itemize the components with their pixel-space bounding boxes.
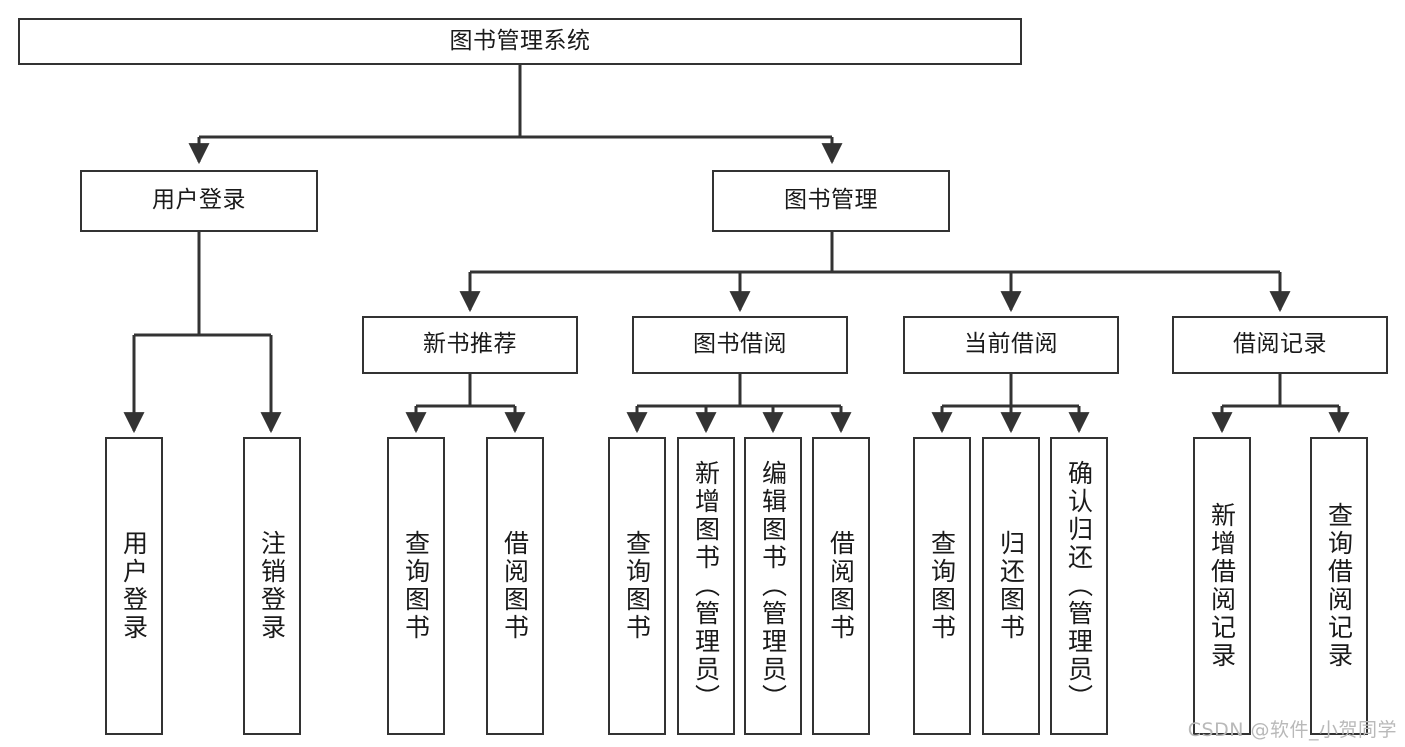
node-book-management-label: 图书管理	[784, 187, 878, 214]
node-current-borrow[interactable]: 当前借阅	[903, 316, 1119, 374]
node-book-borrow[interactable]: 图书借阅	[632, 316, 848, 374]
node-leaf-edit-book-admin[interactable]: 编辑图书（管理员）	[744, 437, 802, 735]
node-leaf-query-borrow-record[interactable]: 查询借阅记录	[1310, 437, 1368, 735]
node-leaf-query-book-new-label: 查询图书	[401, 530, 431, 642]
node-root-label: 图书管理系统	[449, 27, 591, 54]
node-new-book-recommend[interactable]: 新书推荐	[362, 316, 578, 374]
node-leaf-logout-label: 注销登录	[257, 530, 287, 642]
node-leaf-logout[interactable]: 注销登录	[243, 437, 301, 735]
node-root[interactable]: 图书管理系统	[18, 18, 1022, 65]
node-user-login[interactable]: 用户登录	[80, 170, 318, 232]
node-leaf-query-book-borrow-label: 查询图书	[622, 530, 652, 642]
node-leaf-add-book-admin-label: 新增图书（管理员）	[691, 460, 721, 712]
node-user-login-label: 用户登录	[152, 187, 246, 214]
node-leaf-add-borrow-record[interactable]: 新增借阅记录	[1193, 437, 1251, 735]
node-borrow-record[interactable]: 借阅记录	[1172, 316, 1388, 374]
node-leaf-query-book-current[interactable]: 查询图书	[913, 437, 971, 735]
node-borrow-record-label: 借阅记录	[1233, 331, 1327, 358]
node-leaf-confirm-return-admin-label: 确认归还（管理员）	[1064, 460, 1094, 712]
node-leaf-borrow-book-new-label: 借阅图书	[500, 530, 530, 642]
node-current-borrow-label: 当前借阅	[964, 331, 1058, 358]
node-leaf-borrow-book-label: 借阅图书	[826, 530, 856, 642]
node-book-borrow-label: 图书借阅	[693, 331, 787, 358]
node-leaf-user-login[interactable]: 用户登录	[105, 437, 163, 735]
node-leaf-query-book-current-label: 查询图书	[927, 530, 957, 642]
node-leaf-return-book-label: 归还图书	[996, 530, 1026, 642]
node-leaf-query-borrow-record-label: 查询借阅记录	[1324, 502, 1354, 670]
node-leaf-query-book-new[interactable]: 查询图书	[387, 437, 445, 735]
node-leaf-borrow-book[interactable]: 借阅图书	[812, 437, 870, 735]
node-leaf-add-borrow-record-label: 新增借阅记录	[1207, 502, 1237, 670]
node-leaf-edit-book-admin-label: 编辑图书（管理员）	[758, 460, 788, 712]
node-new-book-recommend-label: 新书推荐	[423, 331, 517, 358]
node-leaf-confirm-return-admin[interactable]: 确认归还（管理员）	[1050, 437, 1108, 735]
node-book-management[interactable]: 图书管理	[712, 170, 950, 232]
node-leaf-return-book[interactable]: 归还图书	[982, 437, 1040, 735]
node-leaf-add-book-admin[interactable]: 新增图书（管理员）	[677, 437, 735, 735]
node-leaf-borrow-book-new[interactable]: 借阅图书	[486, 437, 544, 735]
node-leaf-user-login-label: 用户登录	[119, 530, 149, 642]
node-leaf-query-book-borrow[interactable]: 查询图书	[608, 437, 666, 735]
watermark: CSDN @软件_小贺同学	[1187, 719, 1397, 741]
